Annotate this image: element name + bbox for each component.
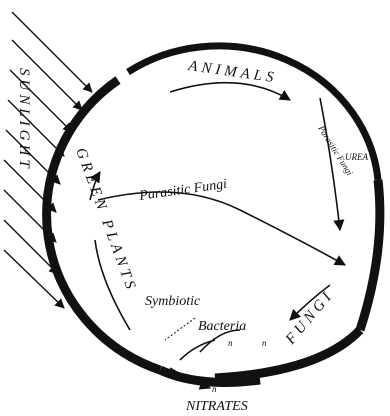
nitrates-label: NITRATES xyxy=(185,399,248,414)
n-label-2: n xyxy=(262,338,267,348)
n-label-3: n xyxy=(212,384,217,394)
flow-arrows xyxy=(90,83,345,388)
symbiotic-label: Symbiotic xyxy=(145,294,201,309)
sunlight-label: SUNLIGHT xyxy=(16,68,32,172)
n-label-1: n xyxy=(228,338,233,348)
symbiotic-pointer xyxy=(165,318,195,340)
bacteria-label: Bacteria xyxy=(198,319,246,334)
fungi-label: FUNGI xyxy=(282,287,337,348)
parasitic-fungi-upper-label: Parasitic Fungi xyxy=(316,123,355,178)
green-plants-label: GREEN PLANTS xyxy=(72,146,139,295)
